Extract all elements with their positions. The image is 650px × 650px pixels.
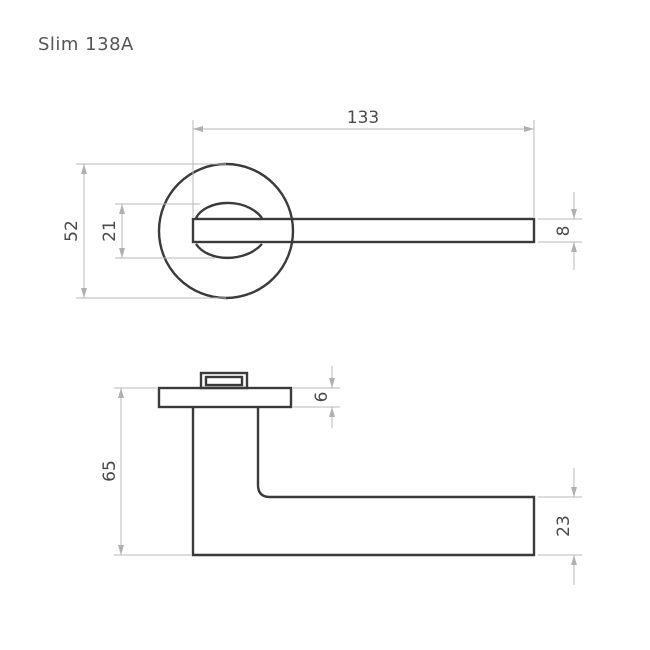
dimension-rosette-thickness: 6 [293,366,340,428]
lever-height-label: 23 [554,515,574,537]
spindle-inner-outline [204,375,244,387]
dimension-rosette-diameter: 52 [62,163,226,299]
rosette-side-outline [157,386,293,409]
top-view [157,162,536,300]
dimension-neck-diameter: 21 [100,203,215,259]
lever-neck-outline [194,201,263,260]
dimension-total-depth: 65 [100,387,191,556]
rosette-outline [157,162,295,300]
rosette-thickness-label: 6 [312,392,332,403]
lever-side-outline [191,407,536,557]
dimension-lever-height: 23 [538,468,582,585]
dimension-lever-thickness: 8 [538,192,582,270]
lever-thickness-label: 8 [554,226,574,237]
lever-length-label: 133 [347,108,379,128]
lever-top-outline [191,217,536,244]
rosette-diameter-label: 52 [62,220,82,242]
side-view [157,371,536,557]
product-title: Slim 138A [38,34,134,55]
dimension-lever-length: 133 [192,108,535,217]
neck-diameter-label: 21 [100,220,120,242]
total-depth-label: 65 [100,460,120,482]
